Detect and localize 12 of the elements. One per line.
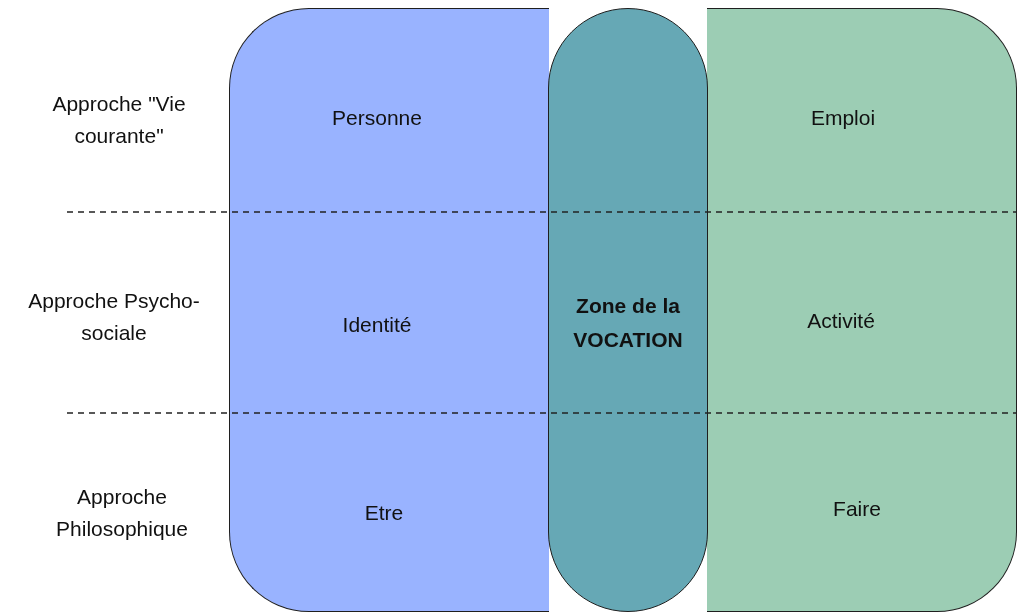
row-label: Approche Psycho-sociale: [27, 288, 201, 346]
region-label: Personne: [331, 106, 423, 130]
row-label: Approche "Vie courante": [51, 91, 187, 149]
region-label: Etre: [363, 501, 405, 525]
region-label: Identité: [341, 313, 413, 337]
person-region: [229, 8, 549, 612]
row-label: Approche Philosophique: [55, 484, 189, 542]
work-region: [707, 8, 1017, 612]
region-label: Emploi: [809, 106, 877, 130]
region-label: Zone de la VOCATION: [572, 293, 684, 353]
region-label: Faire: [832, 497, 882, 521]
region-label: Activité: [806, 309, 876, 333]
